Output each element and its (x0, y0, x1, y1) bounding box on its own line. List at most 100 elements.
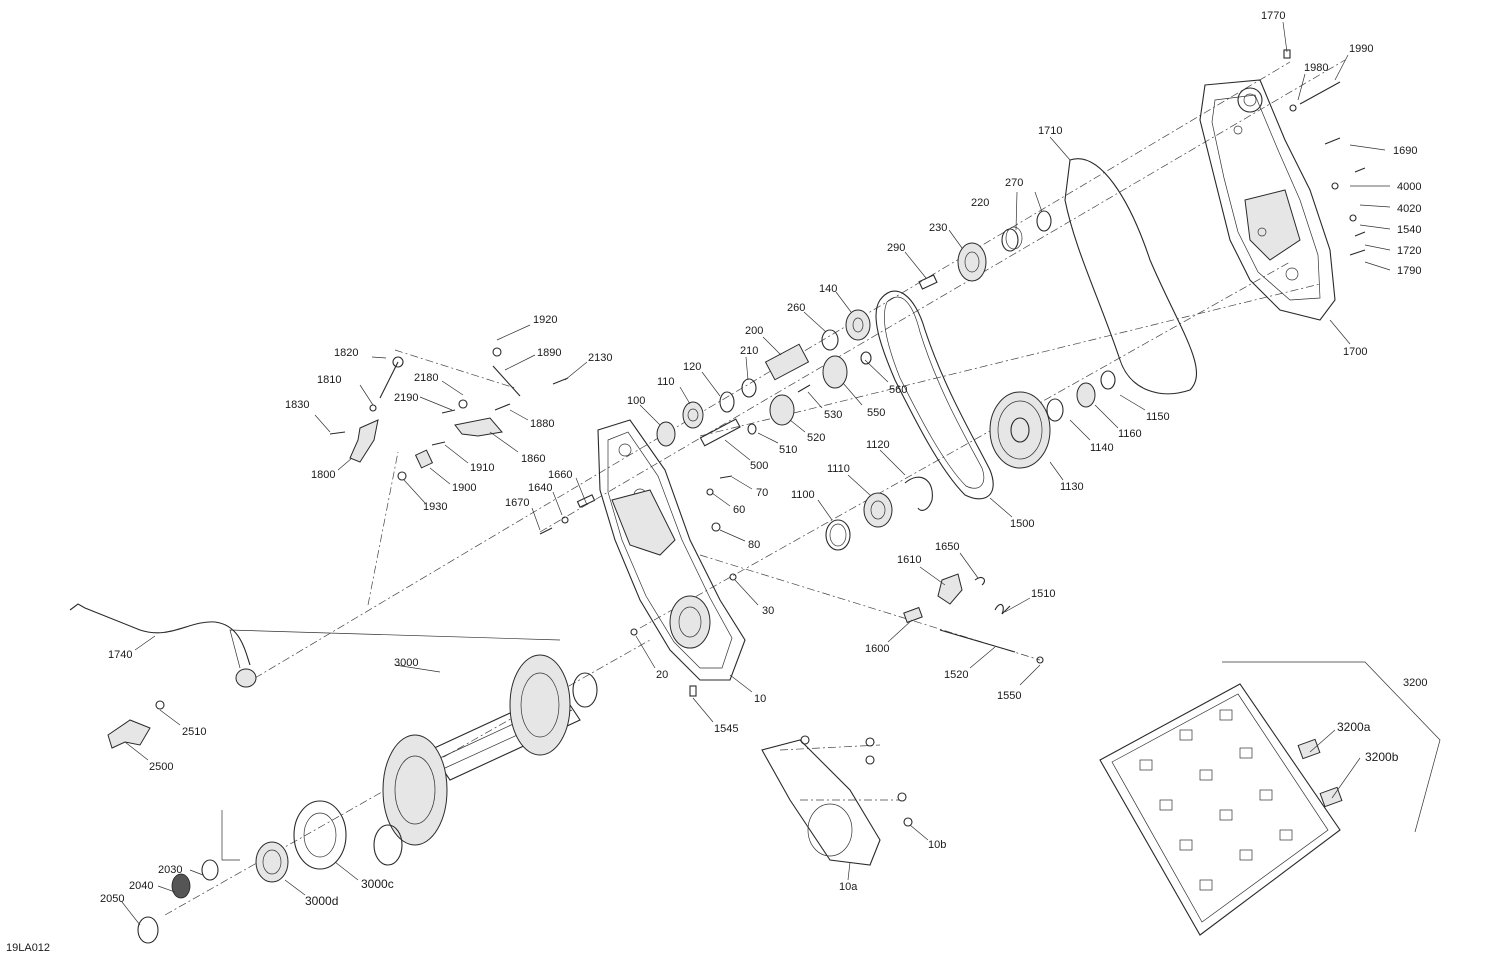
callout-560: 560 (889, 384, 907, 396)
callout-1770: 1770 (1261, 10, 1285, 22)
callout-1640: 1640 (528, 482, 552, 494)
callout-1800: 1800 (311, 469, 335, 481)
callout-4020: 4020 (1397, 203, 1421, 215)
assembly-axis-lines (164, 59, 1346, 916)
callout-3200a: 3200a (1337, 720, 1371, 734)
callout-70: 70 (756, 487, 768, 499)
callout-1720: 1720 (1397, 245, 1421, 257)
callout-20: 20 (656, 669, 668, 681)
callout-10a: 10a (839, 881, 858, 893)
cover-1700 (1199, 79, 1336, 321)
ring-2050 (137, 916, 159, 944)
callout-230: 230 (929, 222, 947, 234)
callout-2030: 2030 (158, 864, 182, 876)
callout-2180: 2180 (414, 372, 438, 384)
callout-210: 210 (740, 345, 758, 357)
callout-80: 80 (748, 539, 760, 551)
callout-1670: 1670 (505, 497, 529, 509)
callout-3000d: 3000d (305, 894, 338, 908)
callout-100: 100 (627, 395, 645, 407)
callout-1610: 1610 (897, 554, 921, 566)
bearing-3000d (255, 841, 289, 883)
callout-1660: 1660 (548, 469, 572, 481)
callout-2500: 2500 (149, 761, 173, 773)
figure-code: 19LA012 (6, 942, 50, 954)
callout-1120: 1120 (866, 439, 890, 451)
callout-1540: 1540 (1397, 224, 1421, 236)
callout-1130: 1130 (1060, 481, 1084, 493)
callout-3000: 3000 (394, 657, 418, 669)
callout-120: 120 (683, 361, 701, 373)
callout-3200b: 3200b (1365, 750, 1399, 764)
callout-530: 530 (824, 409, 842, 421)
callout-10: 10 (754, 693, 766, 705)
callout-1690: 1690 (1393, 145, 1417, 157)
bracket-2500 (107, 719, 151, 749)
callout-1990: 1990 (1349, 43, 1373, 55)
pad-3200b (1319, 786, 1343, 808)
callout-2130: 2130 (588, 352, 612, 364)
callout-3000c: 3000c (361, 877, 394, 891)
pad-3200a (1297, 738, 1321, 760)
harness-1740 (69, 603, 251, 666)
leader-lines (121, 21, 1391, 926)
drive-shaft-3000 (373, 654, 598, 866)
pad-assembly-3200 (1099, 661, 1441, 936)
gear-1130 (989, 370, 1116, 469)
callout-2040: 2040 (129, 880, 153, 892)
callout-1890: 1890 (537, 347, 561, 359)
callout-4000: 4000 (1397, 181, 1421, 193)
callout-1820: 1820 (334, 347, 358, 359)
seal-3000c (293, 800, 347, 870)
callout-1160: 1160 (1118, 428, 1142, 440)
callout-labels: 1770 1990 1980 1710 1690 4000 4020 1540 … (6, 10, 1427, 954)
callout-220: 220 (971, 197, 989, 209)
callout-60: 60 (733, 504, 745, 516)
callout-1810: 1810 (317, 374, 341, 386)
belt-1500 (875, 290, 994, 500)
callout-500: 500 (750, 460, 768, 472)
callout-550: 550 (867, 407, 885, 419)
ring-2030 (201, 859, 219, 881)
callout-140: 140 (819, 283, 837, 295)
callout-1980: 1980 (1304, 62, 1328, 74)
callout-270: 270 (1005, 177, 1023, 189)
callout-260: 260 (787, 302, 805, 314)
sensor-1740 (235, 668, 257, 688)
callout-520: 520 (807, 432, 825, 444)
plate-nuts-10b (800, 735, 913, 827)
callout-1930: 1930 (423, 501, 447, 513)
callout-1650: 1650 (935, 541, 959, 553)
callout-10b: 10b (928, 839, 946, 851)
callout-1550: 1550 (997, 690, 1021, 702)
cover-bolts (1283, 49, 1366, 256)
shift-mechanism (329, 347, 569, 481)
callout-110: 110 (657, 376, 675, 388)
callout-3200: 3200 (1403, 677, 1427, 689)
callout-1500: 1500 (1010, 518, 1034, 530)
main-case-10 (597, 419, 746, 697)
callout-1920: 1920 (533, 314, 557, 326)
callout-1880: 1880 (530, 418, 554, 430)
callout-1830: 1830 (285, 399, 309, 411)
callout-1740: 1740 (108, 649, 132, 661)
callout-1710: 1710 (1038, 125, 1062, 137)
callout-1910: 1910 (470, 462, 494, 474)
callout-30: 30 (762, 605, 774, 617)
guard-plate-10a (761, 739, 881, 866)
callout-1860: 1860 (521, 453, 545, 465)
callout-1510: 1510 (1031, 588, 1055, 600)
callout-2050: 2050 (100, 893, 124, 905)
callout-2510: 2510 (182, 726, 206, 738)
case-fasteners (539, 475, 737, 636)
callout-1150: 1150 (1146, 411, 1170, 423)
callout-1900: 1900 (452, 482, 476, 494)
callout-1520: 1520 (944, 669, 968, 681)
callout-1600: 1600 (865, 643, 889, 655)
callout-510: 510 (779, 444, 797, 456)
callout-200: 200 (745, 325, 763, 337)
callout-1100: 1100 (791, 489, 815, 501)
callout-1140: 1140 (1090, 442, 1114, 454)
nut-2040 (171, 873, 191, 899)
bearings-1100 (825, 476, 933, 551)
